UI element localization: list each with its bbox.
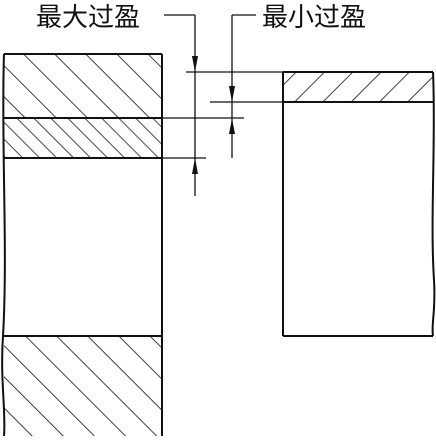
hole-part bbox=[1, 53, 163, 437]
max-interference-dimension bbox=[164, 14, 198, 196]
min-interference-arrow-top-icon bbox=[229, 86, 235, 102]
max-interference-label: 最大过盈 bbox=[36, 3, 140, 33]
min-interference-dimension bbox=[229, 14, 256, 158]
hole-upper-wall-hatch bbox=[4, 54, 162, 118]
shaft-break-line bbox=[431, 71, 436, 337]
hole-lower-wall-hatch bbox=[4, 336, 162, 436]
max-interference-arrow-top-icon bbox=[192, 56, 198, 72]
extension-lines bbox=[162, 71, 283, 159]
min-interference-label: 最小过盈 bbox=[262, 3, 366, 33]
hole-break-line bbox=[1, 53, 6, 437]
max-interference-arrow-bottom-icon bbox=[192, 158, 198, 174]
min-interference-arrow-bottom-icon bbox=[229, 118, 235, 134]
interference-band-hatch bbox=[4, 118, 162, 158]
shaft-tolerance-band-hatch bbox=[283, 72, 433, 102]
shaft-part bbox=[282, 71, 436, 337]
